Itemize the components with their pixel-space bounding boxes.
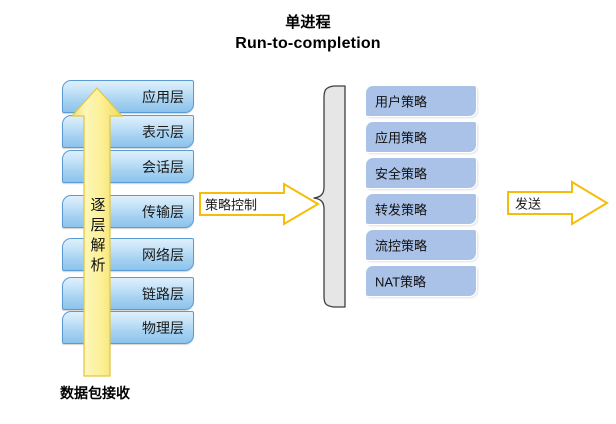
layer-label: 会话层 (142, 158, 184, 175)
policy-label: NAT策略 (375, 274, 427, 290)
policy-box-nat[interactable]: NAT策略 (366, 266, 476, 296)
arrow-label-char-3: 解 (90, 237, 106, 254)
policy-box-user[interactable]: 用户策略 (366, 86, 476, 116)
policy-label: 用户策略 (375, 94, 428, 110)
layer-label: 应用层 (142, 88, 184, 105)
policy-control-arrow-label: 策略控制 (205, 197, 258, 213)
arrow-label-char-1: 逐 (90, 197, 106, 214)
policy-box-application[interactable]: 应用策略 (366, 122, 476, 152)
layer-label: 表示层 (142, 123, 184, 140)
policy-label: 应用策略 (375, 130, 428, 146)
layer-label: 网络层 (142, 246, 184, 263)
policy-group-brace (312, 84, 346, 308)
policy-box-forwarding[interactable]: 转发策略 (366, 194, 476, 224)
layer-parsing-arrow-label: 逐 层 解 析 (86, 196, 110, 276)
policy-label: 流控策略 (375, 238, 428, 254)
policy-control-arrow[interactable]: 策略控制 (198, 182, 322, 226)
page-title: 单进程 Run-to-completion (0, 12, 616, 54)
send-arrow-label: 发送 (515, 196, 542, 212)
send-arrow[interactable]: 发送 (506, 180, 610, 226)
layer-label: 链路层 (142, 285, 184, 302)
policy-label: 安全策略 (375, 166, 428, 182)
policy-label: 转发策略 (375, 202, 428, 218)
arrow-label-char-4: 析 (90, 257, 106, 274)
policy-box-security[interactable]: 安全策略 (366, 158, 476, 188)
layer-parsing-arrow (70, 86, 124, 378)
packet-receive-caption: 数据包接收 (60, 385, 130, 401)
arrow-label-char-2: 层 (90, 217, 106, 234)
layer-label: 物理层 (142, 319, 184, 336)
title-line-1: 单进程 (285, 14, 331, 31)
title-line-2: Run-to-completion (235, 35, 381, 52)
layer-label: 传输层 (142, 203, 184, 220)
policy-box-flow-control[interactable]: 流控策略 (366, 230, 476, 260)
